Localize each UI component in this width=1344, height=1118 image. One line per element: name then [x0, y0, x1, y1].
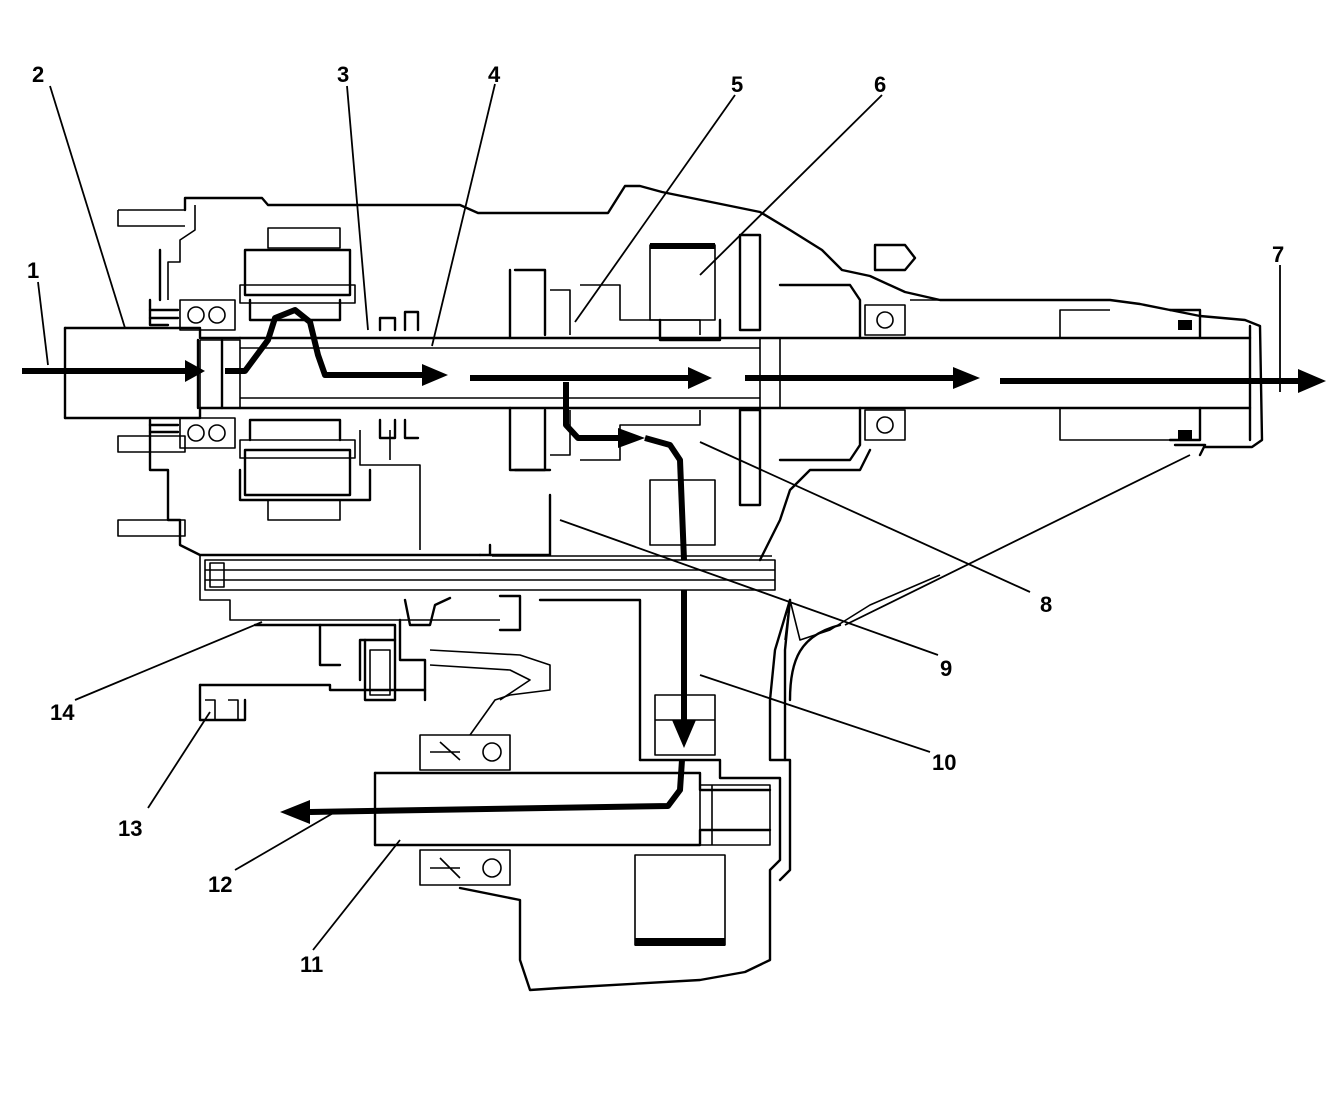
callout-3: 3 — [337, 62, 349, 87]
callout-4: 4 — [488, 62, 501, 87]
input-bearing-upper — [148, 299, 236, 331]
drive-chain — [204, 555, 776, 591]
input-main-shaft — [63, 324, 1252, 442]
callout-labels: 1 2 3 4 5 6 7 8 9 10 11 12 13 14 — [27, 62, 1284, 977]
oil-pump-assembly — [198, 596, 551, 736]
front-output-shaft — [373, 694, 772, 946]
callout-12: 12 — [208, 872, 232, 897]
callout-6: 6 — [874, 72, 886, 97]
callout-7: 7 — [1272, 242, 1284, 267]
callout-5: 5 — [731, 72, 743, 97]
callout-leader-lines — [37, 83, 1281, 951]
callout-11: 11 — [300, 952, 323, 977]
callout-13: 13 — [118, 816, 142, 841]
transfer-case-housing — [117, 184, 1264, 992]
callout-10: 10 — [932, 750, 956, 775]
front-output-bearing-lower — [419, 849, 511, 886]
callout-8: 8 — [1040, 592, 1052, 617]
front-output-bearing-upper — [419, 734, 511, 771]
callout-9: 9 — [940, 656, 952, 681]
clutch-plates — [650, 243, 715, 249]
callout-14: 14 — [50, 700, 75, 725]
power-flow-paths — [22, 307, 1326, 824]
callout-2: 2 — [32, 62, 44, 87]
input-bearing-lower — [148, 417, 236, 449]
clutch-housing — [508, 233, 762, 546]
range-shift-collar — [359, 310, 421, 550]
planetary-gear-set — [238, 227, 372, 521]
callout-1: 1 — [27, 258, 39, 283]
rear-output-shaft — [759, 243, 1207, 462]
